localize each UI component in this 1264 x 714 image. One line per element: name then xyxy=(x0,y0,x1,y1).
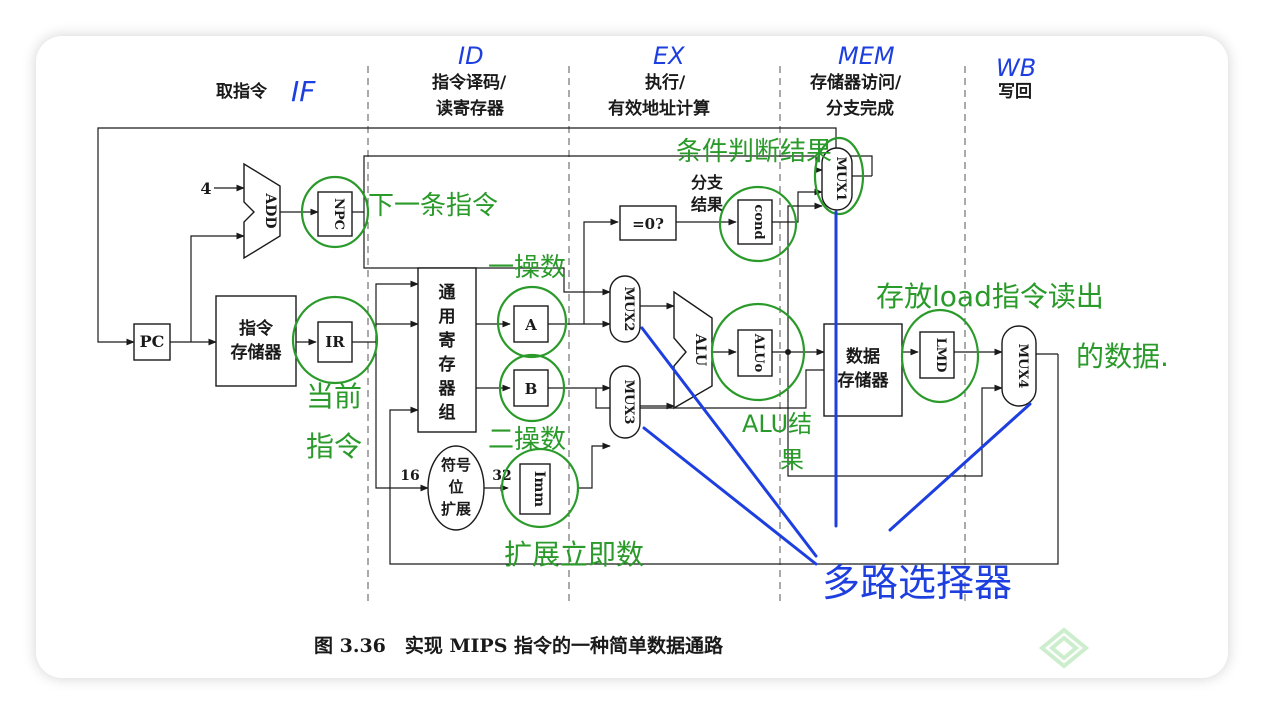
annotation-current-2: 指令 xyxy=(306,430,362,463)
sign-extend: 符号 位 扩展 xyxy=(427,445,485,531)
annotation-multiplexer: 多路选择器 xyxy=(822,561,1012,605)
dmem-label-1: 数据 xyxy=(846,346,880,367)
mux2: MUX2 xyxy=(609,275,641,343)
sext-label-2: 位 xyxy=(448,478,463,496)
datapath-diagram: 取指令 IF ID 指令译码/ 读寄存器 EX 执行/ 有效地址计算 MEM 存… xyxy=(97,42,1169,669)
imem-label-2: 存储器 xyxy=(231,342,283,363)
branch-result-label-2: 结果 xyxy=(690,195,723,214)
ir-register: IR xyxy=(317,321,353,363)
annotation-next-instruction: 下一条指令 xyxy=(368,191,498,221)
aluo-label: ALUo xyxy=(751,333,766,373)
mux2-label: MUX2 xyxy=(621,287,636,332)
b-label: B xyxy=(525,380,538,398)
regfile-label-3: 寄 xyxy=(439,330,456,351)
aluo-register: ALUo xyxy=(737,329,773,377)
branch-result-label-1: 分支 xyxy=(691,173,724,192)
lmd-register: LMD xyxy=(919,331,955,379)
annotation-lmd-note-2: 的数据. xyxy=(1076,340,1169,373)
stage-ex-tag: EX xyxy=(653,42,685,70)
imem-label-1: 指令 xyxy=(239,318,274,339)
mux3-label: MUX3 xyxy=(621,380,636,425)
pc-label: PC xyxy=(140,332,165,351)
imm-label: Imm xyxy=(531,471,547,507)
regfile-label-6: 组 xyxy=(439,402,456,423)
alu: ALU xyxy=(673,290,713,410)
blue-pointer-lines xyxy=(640,210,1032,566)
b-register: B xyxy=(513,369,549,407)
green-annotation-circles xyxy=(291,136,980,529)
regfile-label-4: 存 xyxy=(439,354,456,375)
annotation-alu-result-2: 果 xyxy=(780,446,804,474)
instruction-memory: 指令 存储器 xyxy=(215,295,297,387)
stage-mem-tag: MEM xyxy=(838,42,895,70)
stage-ex-line2: 有效地址计算 xyxy=(608,98,710,119)
ir-label: IR xyxy=(325,333,345,351)
zero-test: =0? xyxy=(619,205,677,241)
watermark xyxy=(1038,627,1090,669)
regfile-label-2: 用 xyxy=(439,307,456,327)
cond-register: cond xyxy=(737,199,773,245)
imm-register: Imm xyxy=(519,463,551,515)
mux4: MUX4 xyxy=(1001,325,1037,407)
constant-4: 4 xyxy=(200,179,211,198)
stage-id-tag: ID xyxy=(458,42,484,70)
stage-id-line1: 指令译码/ xyxy=(432,72,507,93)
annotation-lmd-note-1: 存放load指令读出 xyxy=(876,280,1104,313)
mux4-label: MUX4 xyxy=(1015,344,1030,389)
stage-id-line2: 读寄存器 xyxy=(436,98,505,119)
width-16-label: 16 xyxy=(400,468,419,484)
annotation-imm-note: 扩展立即数 xyxy=(504,538,644,571)
sext-label-3: 扩展 xyxy=(441,500,471,518)
stage-wb-label: 写回 xyxy=(998,82,1032,102)
lmd-label: LMD xyxy=(933,338,948,373)
annotation-current-1: 当前 xyxy=(306,380,362,413)
cond-label: cond xyxy=(751,204,766,239)
wire-junction xyxy=(785,349,791,355)
stage-if-label: 取指令 xyxy=(216,81,268,102)
stage-ex-line1: 执行/ xyxy=(645,72,686,93)
npc-label: NPC xyxy=(331,198,346,230)
stage-mem-line2: 分支完成 xyxy=(826,98,894,119)
zero-label: =0? xyxy=(632,215,664,233)
mux1-label: MUX1 xyxy=(833,157,848,202)
regfile-label-1: 通 xyxy=(439,283,456,303)
stage-if-tag: IF xyxy=(291,75,316,108)
stage-mem-line1: 存储器访问/ xyxy=(810,72,902,93)
annotation-operand-2: 二操数 xyxy=(488,425,566,455)
a-register: A xyxy=(513,305,549,343)
dmem-label-2: 存储器 xyxy=(838,370,890,391)
annotation-operand-1: 一操数 xyxy=(488,253,566,283)
annotation-alu-result-1: ALU结 xyxy=(742,410,812,438)
figure-caption: 图 3.36 实现 MIPS 指令的一种简单数据通路 xyxy=(314,634,724,657)
adder: ADD xyxy=(243,162,281,260)
npc-register: NPC xyxy=(317,191,353,237)
screenshot-card: 取指令 IF ID 指令译码/ 读寄存器 EX 执行/ 有效地址计算 MEM 存… xyxy=(36,36,1228,678)
sext-label-1: 符号 xyxy=(441,456,471,474)
pc-register: PC xyxy=(133,323,171,361)
mux3: MUX3 xyxy=(609,365,641,439)
annotation-condition-result: 条件判断结果 xyxy=(676,137,832,167)
add-label: ADD xyxy=(262,192,278,228)
mux1: MUX1 xyxy=(821,147,853,211)
alu-label: ALU xyxy=(692,333,708,366)
register-file: 通 用 寄 存 器 组 xyxy=(417,267,477,433)
regfile-label-5: 器 xyxy=(438,379,457,399)
stage-wb-tag: WB xyxy=(996,54,1036,82)
a-label: A xyxy=(524,316,537,334)
width-32-label: 32 xyxy=(492,468,511,484)
